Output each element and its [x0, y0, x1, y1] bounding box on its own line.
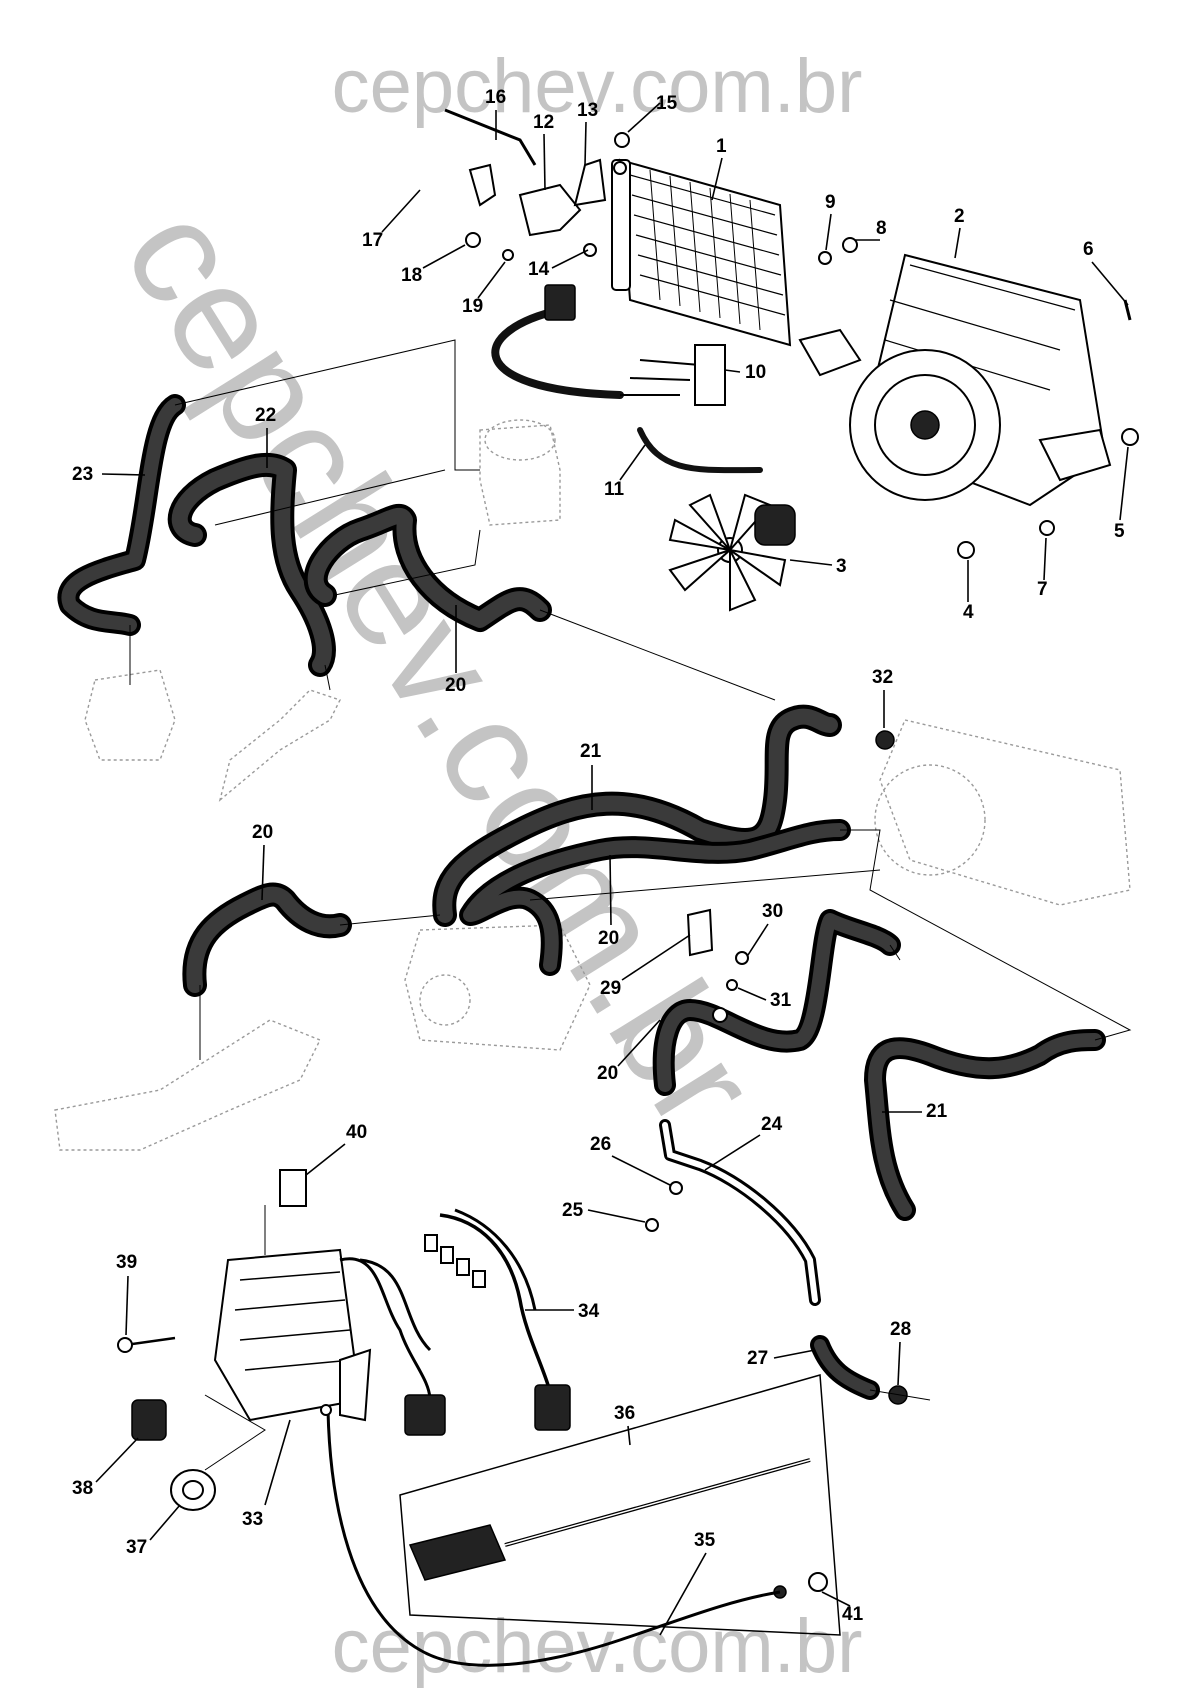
wiring-harness-top — [491, 284, 763, 474]
callout-21b: 21 — [580, 741, 602, 762]
callout-21c: 21 — [926, 1101, 948, 1122]
callout-39: 39 — [116, 1252, 137, 1273]
callout-4: 4 — [963, 602, 974, 623]
callout-7: 7 — [1037, 579, 1048, 600]
callout-26: 26 — [590, 1134, 611, 1155]
watermark-top: cepchev.com.br — [332, 44, 863, 129]
blower-housing — [798, 253, 1112, 507]
callout-13: 13 — [577, 100, 598, 121]
callout-1: 1 — [716, 136, 727, 157]
callout-12: 12 — [533, 112, 554, 133]
callout-5: 5 — [1114, 521, 1125, 542]
cable-36-assembly — [399, 1374, 841, 1636]
callouts: 1 2 3 4 5 6 7 8 9 10 11 12 13 14 15 16 1… — [72, 87, 1129, 1636]
callout-10: 10 — [745, 362, 766, 383]
callout-11: 11 — [604, 479, 625, 500]
callout-35: 35 — [694, 1530, 716, 1551]
control-unit — [213, 1169, 446, 1436]
callout-33: 33 — [242, 1509, 263, 1530]
callout-20b: 20 — [598, 928, 619, 949]
callout-22: 22 — [255, 405, 276, 426]
callout-31: 31 — [770, 990, 792, 1011]
callout-37: 37 — [126, 1537, 147, 1558]
cable-35 — [320, 1404, 781, 1667]
callout-20c: 20 — [597, 1063, 618, 1084]
hoses — [57, 394, 1106, 1400]
callout-24: 24 — [761, 1114, 783, 1135]
callout-36: 36 — [614, 1403, 635, 1424]
callout-8: 8 — [876, 218, 887, 239]
callout-6: 6 — [1083, 239, 1094, 260]
small-parts-bottom — [117, 1336, 828, 1599]
callout-40: 40 — [346, 1122, 367, 1143]
callout-20a: 20 — [252, 822, 273, 843]
callout-32: 32 — [872, 667, 893, 688]
heater-core — [611, 158, 792, 347]
callout-34: 34 — [578, 1301, 600, 1322]
callout-28: 28 — [890, 1319, 911, 1340]
callout-17: 17 — [362, 230, 383, 251]
wiring-harness-34 — [424, 1208, 571, 1431]
callout-2: 2 — [954, 206, 965, 227]
callout-18: 18 — [401, 265, 422, 286]
callout-27: 27 — [747, 1348, 768, 1369]
callout-41: 41 — [842, 1604, 864, 1625]
clamps — [645, 730, 908, 1405]
callout-9: 9 — [825, 192, 836, 213]
callout-30: 30 — [762, 901, 783, 922]
callout-25: 25 — [562, 1200, 584, 1221]
connector-lines — [129, 339, 1132, 1471]
callout-29: 29 — [600, 978, 621, 999]
callout-38: 38 — [72, 1478, 93, 1499]
callout-15: 15 — [656, 93, 678, 114]
callout-21a: 20 — [445, 675, 466, 696]
blower-fan — [668, 493, 796, 612]
callout-3: 3 — [836, 556, 847, 577]
callout-23: 23 — [72, 464, 93, 485]
callout-16: 16 — [485, 87, 506, 108]
callout-19: 19 — [462, 296, 483, 317]
thermostat-group — [444, 108, 1139, 559]
callout-14: 14 — [528, 259, 550, 280]
